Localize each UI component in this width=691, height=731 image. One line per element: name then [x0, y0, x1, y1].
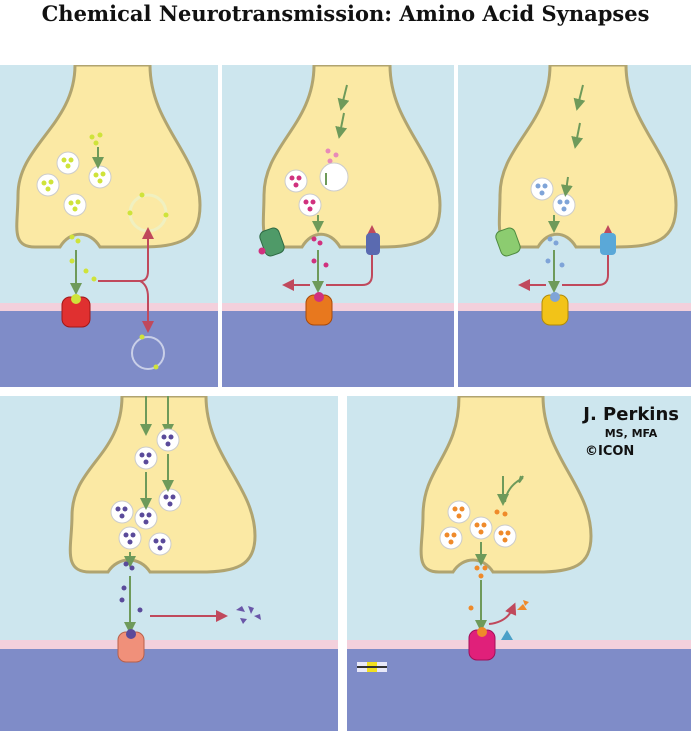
panel-5 [347, 396, 691, 731]
credit-degrees: MS, MFA [604, 427, 658, 440]
credit-name: J. Perkins [583, 404, 679, 425]
postsynaptic-cell [0, 311, 218, 387]
vesicle-icon [530, 177, 576, 217]
panel-3 [458, 65, 691, 387]
degradation-fragment-icon [236, 606, 261, 624]
panel-4 [0, 396, 338, 731]
receptor-icon [61, 294, 91, 328]
enzyme-icon [517, 600, 529, 610]
presynaptic-terminal [15, 65, 202, 249]
receptor-icon [117, 629, 145, 663]
vesicle-icon [284, 162, 349, 217]
vesicle-icon [36, 151, 112, 217]
channel-icon [501, 630, 513, 640]
receptor-icon [305, 292, 333, 326]
postsynaptic-membrane [0, 303, 218, 311]
transporter-icon [258, 227, 285, 257]
receptor-icon [541, 292, 569, 326]
presynaptic-terminal [261, 65, 442, 249]
membrane-channel-icon [357, 662, 387, 672]
vesicle-icon [439, 500, 517, 550]
presynaptic-terminal [497, 65, 678, 249]
receptor-icon [468, 627, 496, 661]
panel-2 [222, 65, 454, 387]
autoreceptor-icon [366, 233, 380, 255]
transporter-icon [495, 227, 521, 257]
page-title: Chemical Neurotransmission: Amino Acid S… [41, 1, 650, 26]
panel-1 [0, 65, 218, 387]
autoreceptor-icon [600, 233, 616, 255]
artist-credit: J. Perkins MS, MFA ©ICON [583, 404, 679, 459]
vesicle-icon [110, 428, 182, 556]
credit-copyright: ©ICON [585, 444, 635, 459]
